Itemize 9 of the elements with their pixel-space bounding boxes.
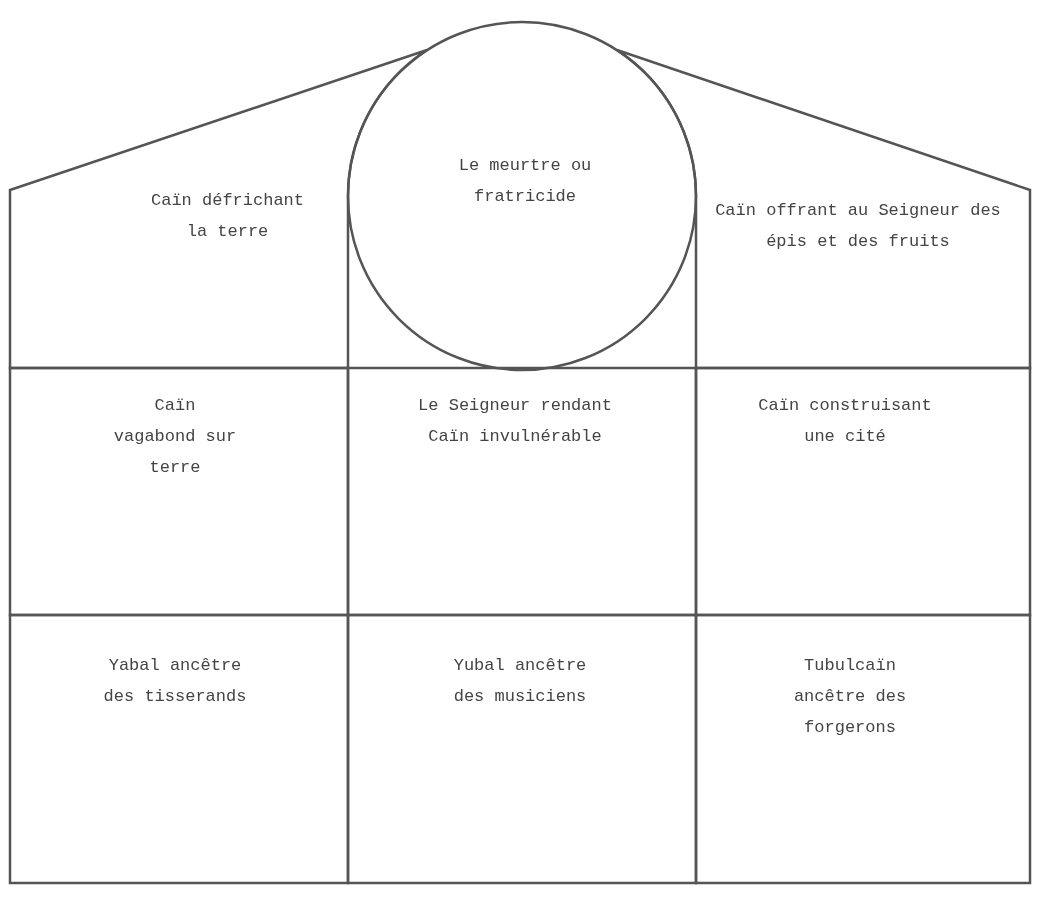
cell-text: Yabal ancêtre des tisserands (102, 655, 248, 708)
cell-text: Caïn offrant au Seigneur des épis et des fruits (714, 200, 1002, 253)
cell-text: Caïn vagabond sur terre (112, 395, 238, 479)
cell-text: Tubulcaïn ancêtre des forgerons (792, 655, 908, 739)
cell-text: Caïn construisant une cité (757, 395, 933, 448)
cell-text: Caïn défrichant la terre (150, 190, 305, 243)
cell-text: Le meurtre ou fratricide (457, 155, 593, 208)
cell-text: Yubal ancêtre des musiciens (452, 655, 588, 708)
cell-text: Le Seigneur rendant Caïn invulnérable (417, 395, 613, 448)
